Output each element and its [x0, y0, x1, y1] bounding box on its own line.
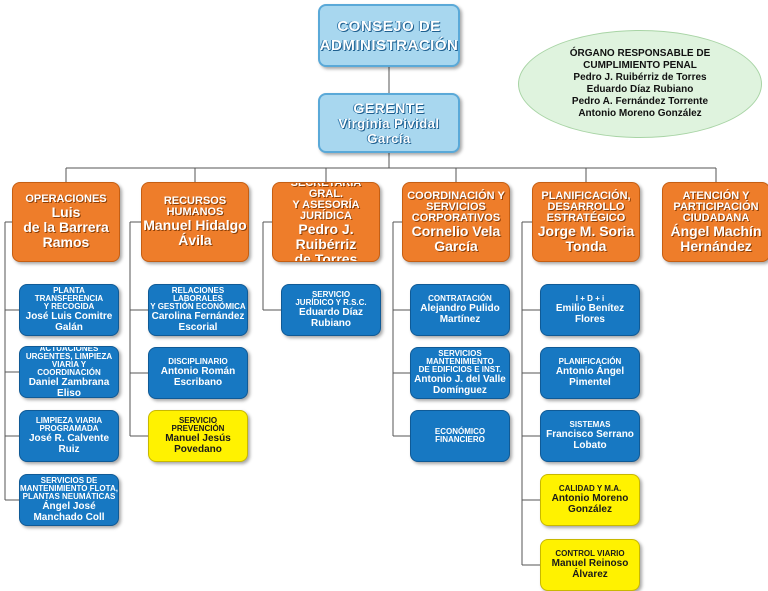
unit-role: SERVICIOS DE MANTENIMIENTO FLOTA, PLANTA… [20, 476, 118, 501]
unit-role: ACTUACIONES URGENTES, LIMPIEZA VIARIA Y … [25, 346, 113, 377]
unit-role: SERVICIOS MANTENIMIENTO DE EDIFICIOS E I… [418, 349, 502, 374]
unit-head: Francisco Serrano Lobato [546, 429, 634, 451]
unit-role: SISTEMAS [569, 420, 611, 429]
compliance-member: Pedro A. Fernández Torrente [571, 96, 709, 107]
board-title: CONSEJO DE ADMINISTRACIÓN [319, 17, 459, 54]
unit-role: DISCIPLINARIO [168, 357, 228, 366]
unit-head: Carolina Fernández Escorial [151, 311, 245, 333]
unit-role: LIMPIEZA VIARIA PROGRAMADA [35, 416, 103, 433]
unit-head: Antonio Ángel Pimentel [555, 366, 625, 388]
unit-box: SERVICIO JURÍDICO Y R.S.C.Eduardo Díaz R… [281, 284, 381, 336]
department-role: OPERACIONES [25, 193, 107, 205]
unit-role: RELACIONES LABORALES Y GESTIÓN ECONÓMICA [150, 286, 246, 311]
unit-head: Daniel Zambrana Eliso [28, 377, 110, 398]
department-role: SECRETARÍA GRAL. Y ASESORÍA JURÍDICA [290, 182, 362, 222]
unit-role: I + D + i [575, 294, 605, 303]
department-role: COORDINACIÓN Y SERVICIOS CORPORATIVOS [407, 189, 505, 224]
unit-head: José R. Calvente Ruiz [28, 433, 110, 455]
department-head: Manuel Hidalgo Ávila [143, 217, 247, 248]
compliance-member: Antonio Moreno González [578, 108, 702, 119]
unit-head: Antonio J. del Valle Domínguez [414, 374, 506, 396]
department-head: Pedro J. Ruibérriz de Torres [294, 220, 358, 262]
compliance-body: ÓRGANO RESPONSABLE DE CUMPLIMIENTO PENAL… [518, 30, 762, 138]
unit-box: ACTUACIONES URGENTES, LIMPIEZA VIARIA Y … [19, 346, 119, 398]
board-box: CONSEJO DE ADMINISTRACIÓN [318, 4, 460, 67]
department-head: Luis de la Barrera Ramos [23, 204, 109, 250]
unit-box: SERVICIOS DE MANTENIMIENTO FLOTA, PLANTA… [19, 474, 119, 526]
unit-head: Ángel José Manchado Coll [33, 501, 105, 523]
unit-role: CONTRATACIÓN [428, 294, 492, 303]
unit-head: Manuel Jesús Povedano [165, 433, 231, 455]
department-head: Ángel Machín Hernández [670, 222, 762, 254]
unit-role: CALIDAD Y M.A. [558, 484, 622, 493]
compliance-member: Eduardo Díaz Rubiano [586, 84, 694, 95]
unit-role: PLANIFICACIÓN [558, 357, 622, 366]
unit-role: SERVICIO PREVENCIÓN [171, 416, 225, 433]
unit-role: PLANTA TRANSFERENCIA Y RECOGIDA [34, 286, 104, 311]
unit-role: CONTROL VIARIO [555, 549, 625, 558]
unit-head: José Luis Comitre Galán [25, 311, 113, 333]
manager-role: GERENTE [353, 100, 425, 116]
compliance-member: Pedro J. Ruibérriz de Torres [573, 72, 707, 83]
unit-head: Manuel Reinoso Álvarez [551, 558, 629, 580]
unit-role: ECONÓMICO FINANCIERO [434, 427, 486, 444]
unit-role: SERVICIO JURÍDICO Y R.S.C. [295, 290, 367, 307]
department-role: PLANIFICACIÓN, DESARROLLO ESTRATÉGICO [541, 189, 631, 224]
manager-box: GERENTE Virginia Pividal García [318, 93, 460, 153]
compliance-title: ÓRGANO RESPONSABLE DE CUMPLIMIENTO PENAL [569, 48, 711, 71]
department-role: ATENCIÓN Y PARTICIPACIÓN CIUDADANA [673, 189, 759, 224]
department-head: Cornelio Vela García [411, 222, 501, 254]
department-head: Jorge M. Soria Tonda [537, 222, 635, 254]
manager-name: Virginia Pividal García [338, 116, 440, 146]
unit-box: ECONÓMICO FINANCIERO [410, 410, 510, 462]
unit-head: Eduardo Díaz Rubiano [299, 307, 363, 329]
unit-box: SERVICIOS MANTENIMIENTO DE EDIFICIOS E I… [410, 347, 510, 399]
department-role: RECURSOS HUMANOS [163, 195, 227, 218]
unit-head: Emilio Benítez Flores [555, 303, 625, 325]
unit-head: Antonio Moreno González [551, 493, 629, 515]
unit-box: CALIDAD Y M.A.Antonio Moreno González [540, 474, 640, 526]
unit-head: Alejandro Pulido Martínez [420, 303, 500, 325]
unit-head: Antonio Román Escribano [160, 366, 236, 388]
unit-box: RELACIONES LABORALES Y GESTIÓN ECONÓMICA… [148, 284, 248, 336]
